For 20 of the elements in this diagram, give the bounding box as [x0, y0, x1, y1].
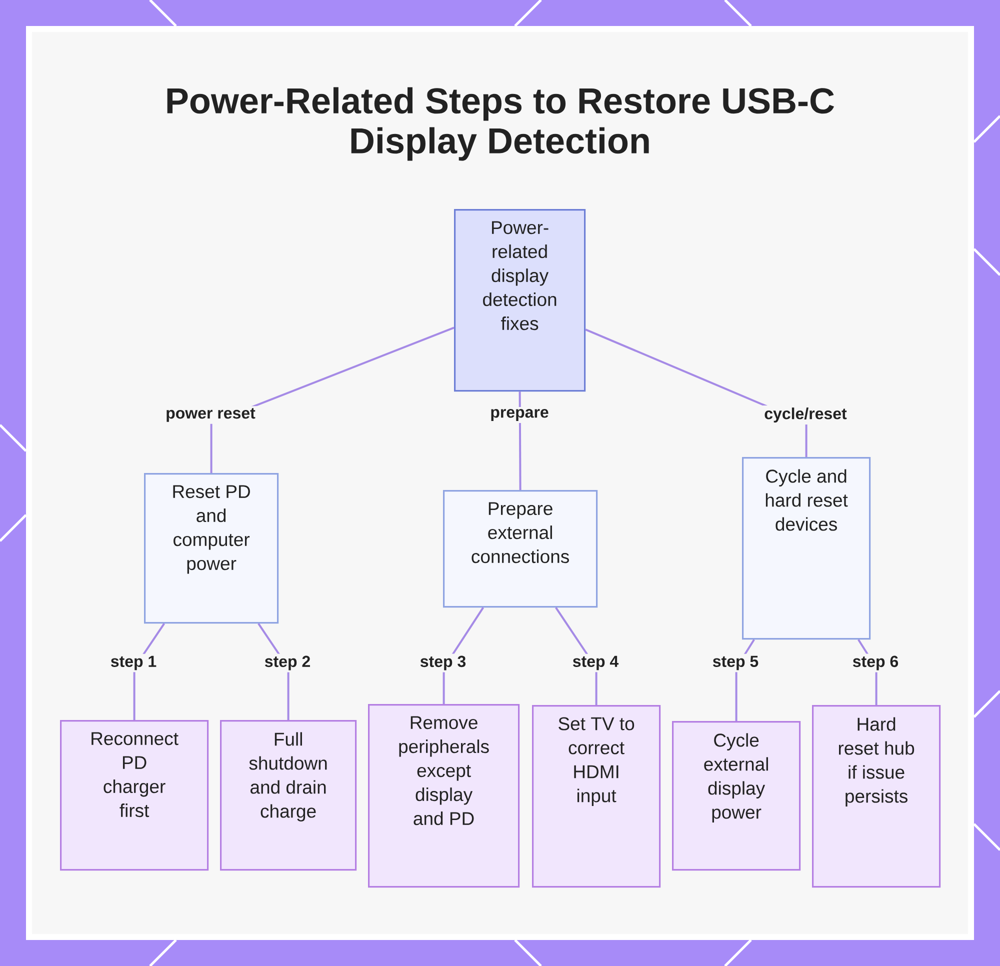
category-box: Prepare external connections — [443, 490, 598, 608]
step-box: Set TV to correct HDMI input — [532, 705, 661, 888]
edge-label: step 4 — [570, 654, 621, 672]
root-box: Power-related display detection fixes — [454, 209, 586, 392]
title: Power-Related Steps to Restore USB-C Display Detection — [167, 87, 834, 161]
edge-label: power reset — [164, 406, 258, 424]
category-box: Reset PD and computer power — [144, 473, 279, 624]
edge-label: step 6 — [850, 654, 901, 672]
step-box: Reconnect PD charger first — [60, 720, 209, 871]
edge-label: step 1 — [108, 654, 159, 672]
edge-label: cycle/reset — [762, 406, 849, 424]
step-box: Remove peripherals except display and PD — [368, 704, 520, 888]
category-box: Cycle and hard reset devices — [742, 457, 871, 640]
edge-label: prepare — [488, 407, 551, 423]
step-box: Hard reset hub if issue persists — [812, 705, 941, 888]
edge-label: step 5 — [710, 654, 761, 672]
edge-label: step 3 — [418, 654, 468, 672]
step-box: Full shutdown and drain charge — [220, 720, 357, 871]
edge-label: step 2 — [262, 654, 313, 672]
step-box: Cycle external display power — [672, 721, 801, 871]
